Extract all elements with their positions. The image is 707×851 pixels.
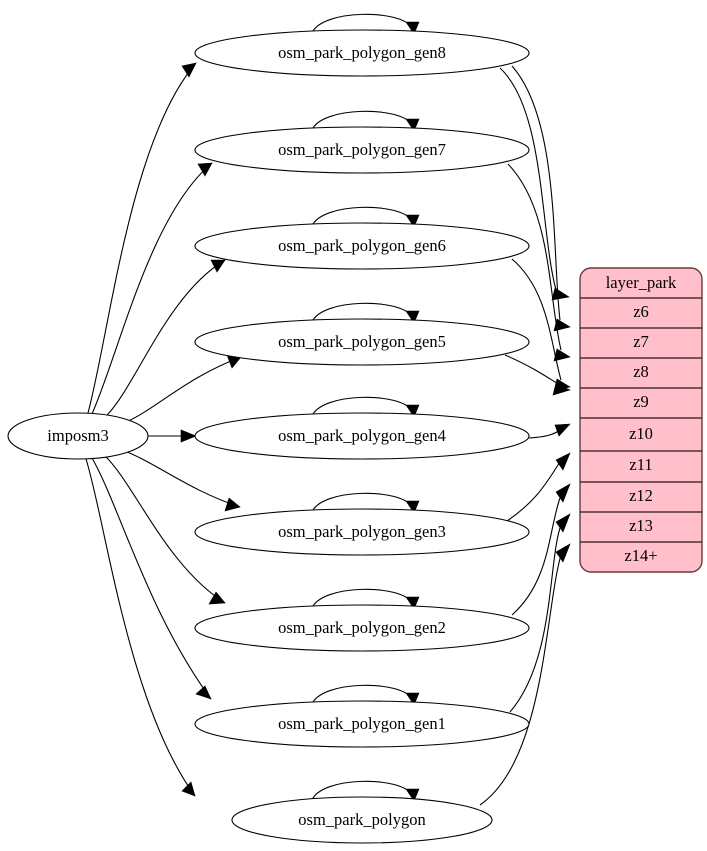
node-gen1-label: osm_park_polygon_gen1	[278, 714, 446, 733]
edge-gen5-z9	[504, 354, 571, 396]
layer-park-row-z7[interactable]: z7	[633, 332, 649, 351]
node-imposm3-label: imposm3	[47, 426, 108, 445]
edge-gen4-z10	[528, 423, 571, 439]
edge-imposm3-gen6	[103, 259, 226, 419]
edge-imposm3-gen2	[102, 453, 226, 605]
node-gen7-label: osm_park_polygon_gen7	[278, 140, 446, 159]
node-gen6-label: osm_park_polygon_gen6	[278, 236, 446, 255]
node-gen5-label: osm_park_polygon_gen5	[278, 332, 446, 351]
self-loop-gen5	[311, 302, 420, 324]
node-gen1[interactable]: osm_park_polygon_gen1	[194, 700, 530, 748]
edge-gen3-z11	[506, 452, 571, 522]
node-gen8-label: osm_park_polygon_gen8	[278, 43, 446, 62]
node-base[interactable]: osm_park_polygon	[231, 796, 493, 844]
edge-gen1-z13	[509, 513, 571, 713]
layer-park-row-z12[interactable]: z12	[629, 486, 653, 505]
node-gen4-label: osm_park_polygon_gen4	[278, 426, 446, 445]
edge-gen2-z12	[511, 483, 571, 616]
layer-park-row-z14[interactable]: z14+	[624, 546, 657, 565]
layer-park-row-z9[interactable]: z9	[633, 392, 649, 411]
layer-park-row-z13[interactable]: z13	[629, 516, 653, 535]
self-loop-gen4	[311, 396, 420, 418]
edge-gen7-z8	[507, 163, 571, 362]
node-imposm3[interactable]: imposm3	[7, 412, 149, 460]
edge-imposm3-gen5	[123, 354, 242, 424]
edge-gen8-z6	[499, 67, 570, 301]
self-loop-base	[311, 780, 420, 802]
layer-park-row-z10[interactable]: z10	[629, 424, 653, 443]
node-gen2-label: osm_park_polygon_gen2	[278, 618, 446, 637]
node-gen3[interactable]: osm_park_polygon_gen3	[194, 508, 530, 556]
node-base-label: osm_park_polygon	[298, 810, 425, 829]
edge-imposm3-gen3	[121, 449, 241, 512]
node-gen2[interactable]: osm_park_polygon_gen2	[194, 604, 530, 652]
layer-park-table[interactable]: layer_park z6 z7 z8 z9 z10 z11 z12 z13 z…	[579, 267, 703, 573]
layer-park-row-z8[interactable]: z8	[633, 362, 649, 381]
edge-gen8-z7	[511, 65, 571, 332]
layer-park-header: layer_park	[606, 273, 677, 292]
edge-imposm3-gen7	[91, 162, 213, 415]
edge-imposm3-base	[85, 458, 196, 797]
node-gen5[interactable]: osm_park_polygon_gen5	[194, 318, 530, 366]
self-loop-gen6	[311, 206, 420, 228]
layer-park-row-z6[interactable]: z6	[633, 302, 649, 321]
self-loop-gen3	[311, 492, 420, 514]
self-loops-group	[311, 13, 420, 802]
edge-imposm3-gen4	[148, 429, 197, 443]
edge-imposm3-gen1	[91, 457, 212, 700]
edge-imposm3-gen8	[87, 62, 197, 414]
node-gen3-label: osm_park_polygon_gen3	[278, 522, 446, 541]
node-gen8[interactable]: osm_park_polygon_gen8	[194, 29, 530, 77]
node-gen6[interactable]: osm_park_polygon_gen6	[194, 222, 530, 270]
node-gen4[interactable]: osm_park_polygon_gen4	[194, 412, 530, 460]
self-loop-gen2	[311, 588, 420, 610]
self-loop-gen8	[311, 13, 420, 35]
edge-base-z14	[479, 543, 571, 806]
node-gen7[interactable]: osm_park_polygon_gen7	[194, 126, 530, 174]
layer-edges-group	[479, 65, 571, 806]
self-loop-gen7	[311, 110, 420, 132]
self-loop-gen1	[311, 684, 420, 706]
source-edges-group	[85, 62, 242, 797]
layer-park-row-z11[interactable]: z11	[629, 455, 652, 474]
